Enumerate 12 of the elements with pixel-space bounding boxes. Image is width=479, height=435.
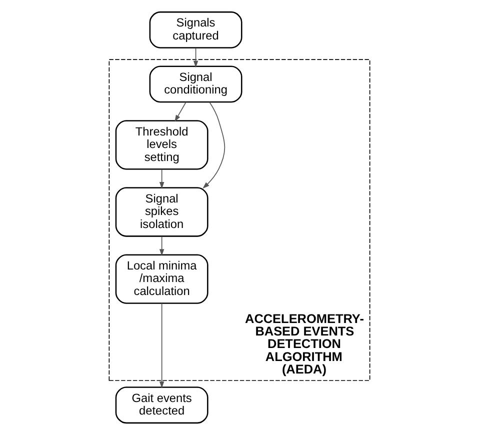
- node-box: Signal spikes isolation: [115, 187, 208, 237]
- node-box: Threshold levels setting: [115, 120, 208, 170]
- arrow: [159, 236, 164, 256]
- arrow: [174, 102, 186, 122]
- arrow: [159, 302, 164, 388]
- node-box: Local minima/maxima calculation: [115, 254, 208, 304]
- arrow: [159, 168, 164, 189]
- arrow: [202, 102, 226, 189]
- node-box: Signal conditioning: [149, 66, 242, 103]
- node-box: Gait events detected: [115, 386, 208, 424]
- arrow: [193, 48, 198, 68]
- node-box: Signals captured: [149, 11, 242, 48]
